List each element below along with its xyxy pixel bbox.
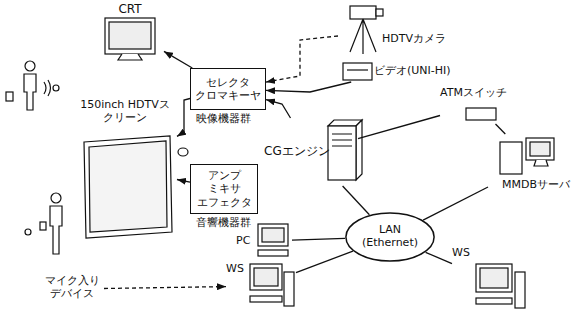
- text-holder: マイク入りデバイス: [43, 274, 101, 300]
- text-holder: 150inch HDTVスクリーン: [75, 98, 175, 124]
- pc-monitor: [258, 224, 288, 246]
- group-label: 映像機器群: [196, 112, 251, 125]
- node-label: エフェクタ: [197, 196, 252, 209]
- node-label: アンプ: [208, 169, 241, 182]
- cg-engine-node: CGエンジン: [264, 118, 358, 186]
- text-holder: MMDBサーバ: [502, 178, 570, 191]
- crt-screen: [109, 22, 151, 49]
- signal-arrow: [177, 180, 190, 183]
- text-holder: PC: [236, 234, 250, 247]
- screen-node: 150inch HDTVスクリーン: [74, 98, 177, 240]
- workstation-node: WS: [452, 246, 528, 314]
- hdtv-screen-frame: [84, 136, 172, 238]
- signal-arrow: [104, 287, 226, 289]
- node-label: 150inch HDTVスクリーン: [75, 98, 175, 124]
- network-link: [296, 251, 353, 273]
- cg-engine-front: [328, 126, 356, 180]
- signal-arrow: [164, 51, 192, 68]
- speaker: [6, 92, 13, 101]
- node-label: セレクタ: [206, 76, 250, 89]
- text-holder: ATMスイッチ: [440, 86, 507, 99]
- pc-keyboard: [258, 250, 288, 256]
- person-body: [24, 74, 36, 110]
- camera-body: [350, 6, 376, 19]
- lan-ellipse-shape: [346, 213, 434, 261]
- mmdb-monitor: [526, 138, 554, 160]
- workstation-node: WS: [226, 262, 296, 310]
- ws-monitor: [250, 264, 282, 290]
- node-label: LAN (Ethernet): [355, 223, 425, 249]
- node-label: CRT: [98, 2, 162, 16]
- text-holder: CGエンジン: [264, 144, 330, 158]
- node-label: ミキサ: [208, 182, 241, 195]
- text-holder: LAN (Ethernet): [355, 223, 425, 249]
- node-label: MMDBサーバ: [502, 178, 570, 191]
- video-deck: [343, 63, 372, 80]
- sound-wave: [44, 80, 51, 96]
- ws-monitor: [476, 264, 512, 292]
- signal-arrow: [266, 100, 291, 118]
- signal-arrow: [266, 82, 351, 92]
- node-label: HDTVカメラ: [382, 32, 446, 45]
- text-holder: WS: [226, 262, 244, 275]
- projector: [178, 148, 188, 156]
- ws-keyboard: [250, 296, 282, 302]
- cg-engine-slots: [332, 134, 352, 146]
- network-link: [423, 187, 488, 220]
- video-deck-node: ビデオ(UNI-HI): [340, 60, 453, 82]
- node-label: ビデオ(UNI-HI): [374, 64, 451, 77]
- text-holder: ビデオ(UNI-HI): [374, 64, 451, 77]
- cg-engine-side: [356, 120, 362, 180]
- lan-ellipse: LAN (Ethernet): [345, 212, 435, 262]
- atm-switch-node: ATMスイッチ: [440, 86, 514, 124]
- speaker: [40, 222, 46, 230]
- camera-tripod: [350, 19, 376, 54]
- crt-monitor-node: CRT: [98, 2, 164, 62]
- text-holder: CRT: [98, 2, 162, 16]
- device-node: マイク入りデバイス: [40, 272, 104, 306]
- network-link: [496, 124, 506, 134]
- audio-box: アンプミキサエフェクタ: [190, 164, 258, 214]
- mmdb-screen: [530, 142, 550, 156]
- hdtv-screen-surface: [89, 141, 167, 232]
- ws-tower: [515, 272, 525, 308]
- text-holder: HDTVカメラ: [382, 32, 446, 45]
- network-link: [358, 116, 440, 139]
- atm-switch-box: [466, 108, 496, 120]
- ws-keyboard: [476, 298, 512, 304]
- node-label: マイク入りデバイス: [43, 274, 101, 300]
- network-link: [292, 238, 345, 240]
- network-link: [343, 186, 370, 215]
- ws-screen: [480, 268, 508, 288]
- node-label: WS: [452, 246, 470, 259]
- mmdb-server-node: MMDBサーバ: [488, 134, 580, 193]
- pc-screen: [262, 228, 284, 242]
- crt-monitor: [105, 18, 155, 54]
- crt-stand: [118, 54, 142, 60]
- microphone: [53, 85, 59, 91]
- node-label: PC: [236, 234, 250, 247]
- group-label: 音響機器群: [196, 216, 251, 229]
- network-link: [426, 252, 452, 263]
- person-head: [25, 61, 35, 71]
- mmdb-stand: [534, 160, 548, 166]
- node-label: クロマキーヤ: [195, 89, 261, 102]
- text-holder: WS: [452, 246, 470, 259]
- video-slot: [347, 69, 368, 70]
- signal-arrow: [177, 99, 190, 137]
- camera-node: HDTVカメラ: [338, 2, 450, 58]
- signal-arrow: [266, 36, 338, 82]
- camera-lens: [376, 9, 383, 16]
- node-label: WS: [226, 262, 244, 275]
- node-label: ATMスイッチ: [440, 86, 507, 99]
- mmdb-tower: [500, 142, 522, 174]
- person-head: [51, 193, 61, 203]
- person-head: [25, 229, 31, 235]
- selector-box: セレクタクロマキーヤ: [190, 68, 266, 110]
- person-body: [50, 206, 62, 254]
- ws-tower: [284, 272, 294, 306]
- ws-screen: [254, 268, 278, 286]
- node-label: CGエンジン: [264, 144, 330, 158]
